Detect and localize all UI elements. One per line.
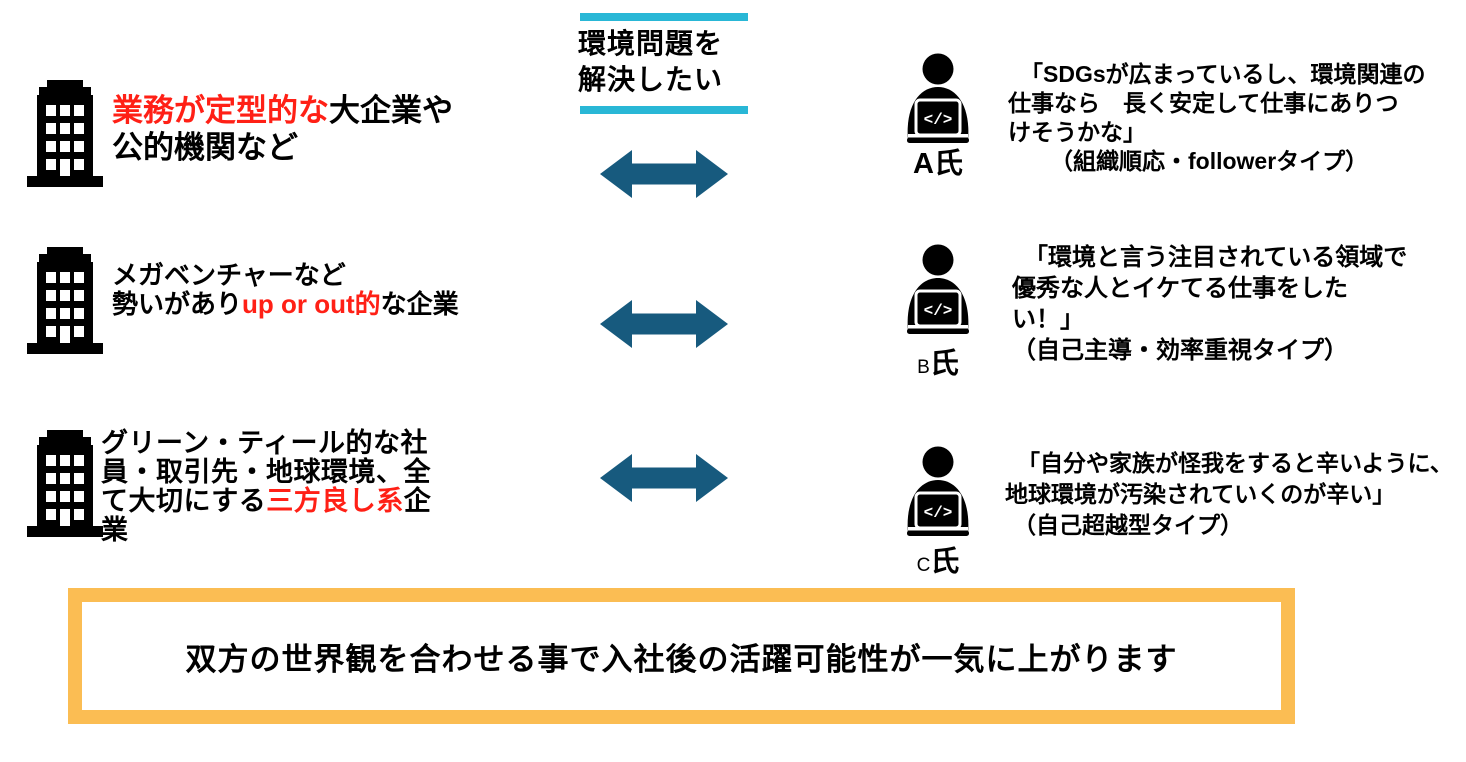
persona-b-label: B氏 — [917, 348, 959, 380]
quote-type-line: （組織順応・followerタイプ） — [1050, 148, 1369, 174]
conclusion-text: 双方の世界観を合わせる事で入社後の活躍可能性が一気に上がります — [185, 641, 1178, 677]
person-laptop-icon: </> — [896, 244, 980, 334]
double-headed-arrow-icon — [600, 146, 728, 202]
quote-line: 「自分や家族が怪我をすると辛いように、 — [1017, 450, 1453, 476]
building-icon — [25, 430, 105, 537]
persona-c-label: C氏 — [916, 546, 960, 578]
conclusion-banner: 双方の世界観を合わせる事で入社後の活躍可能性が一気に上がります — [68, 588, 1295, 724]
code-glyph: </> — [924, 111, 953, 129]
quote-line: 地球環境が汚染されていくのが辛い」 — [1005, 481, 1396, 507]
persona-a-quote: 「SDGsが広まっているし、環境関連の 仕事なら 長く安定して仕事にありつ けそ… — [1008, 60, 1466, 176]
cyan-rule-top — [580, 13, 748, 21]
company-type-2-text: メガベンチャーなど 勢いがありup or out的な企業 — [112, 261, 459, 319]
persona-b-quote: 「環境と言う注目されている領域で 優秀な人とイケてる仕事をした い！」 （自己主… — [1012, 242, 1466, 366]
quote-line: 仕事なら 長く安定して仕事にありつ — [1008, 90, 1399, 116]
quote-line: い！」 — [1012, 306, 1084, 333]
goal-title: 環境問題を 解決したい — [578, 28, 724, 95]
quote-line: けそうかな」 — [1008, 119, 1146, 145]
persona-c-quote: 「自分や家族が怪我をすると辛いように、 地球環境が汚染されていくのが辛い」 （自… — [1005, 448, 1465, 541]
building-icon — [25, 80, 105, 187]
company-type-1-text: 業務が定型的な大企業や 公的機関など — [112, 92, 453, 166]
company-line: グリーン・ティール的な社 — [101, 428, 429, 458]
company-line: 業務が定型的な大企業や — [112, 93, 453, 128]
quote-line: 優秀な人とイケてる仕事をした — [1012, 275, 1348, 302]
quote-type-line: （自己主導・効率重視タイプ） — [1012, 337, 1348, 364]
company-line: 業 — [101, 515, 129, 545]
company-line: 員・取引先・地球環境、全 — [101, 457, 431, 487]
company-line: て大切にする三方良し系企 — [101, 486, 432, 516]
company-type-3-text: グリーン・ティール的な社 員・取引先・地球環境、全 て大切にする三方良し系企 業 — [101, 429, 431, 545]
double-headed-arrow-icon — [600, 296, 728, 352]
quote-type-line: （自己超越型タイプ） — [1013, 512, 1243, 538]
double-headed-arrow-icon — [600, 450, 728, 506]
code-glyph: </> — [924, 302, 953, 320]
company-line: 公的機関など — [112, 130, 298, 165]
quote-line: 「環境と言う注目されている領域で — [1024, 244, 1408, 271]
building-icon — [25, 247, 105, 354]
person-laptop-icon: </> — [896, 446, 980, 536]
persona-a-label: A氏 — [913, 148, 963, 180]
cyan-rule-bottom — [580, 106, 748, 114]
quote-line: 「SDGsが広まっているし、環境関連の — [1020, 61, 1426, 87]
company-line: メガベンチャーなど — [112, 260, 346, 290]
person-laptop-icon: </> — [896, 53, 980, 143]
company-line: 勢いがありup or out的な企業 — [112, 289, 459, 319]
code-glyph: </> — [924, 504, 953, 522]
